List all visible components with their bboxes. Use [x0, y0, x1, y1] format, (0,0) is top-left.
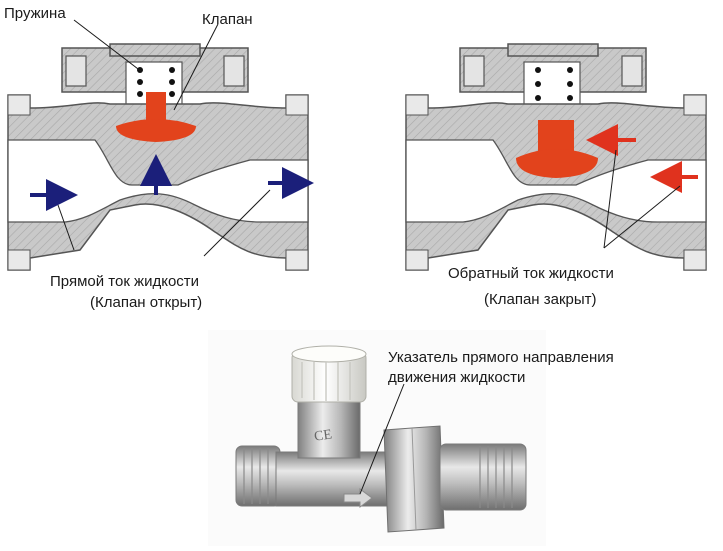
label-valve: Клапан	[202, 11, 253, 28]
radiator-valve-fitting: CE Указатель прямого направления движени…	[208, 330, 614, 546]
label-valve-closed: (Клапан закрыт)	[484, 291, 597, 308]
label-forward-flow: Прямой ток жидкости	[50, 273, 199, 290]
valve-disc	[516, 120, 598, 178]
label-reverse-flow: Обратный ток жидкости	[448, 265, 614, 282]
svg-text:CE: CE	[313, 427, 333, 444]
label-spring: Пружина	[4, 5, 66, 22]
label-valve-open: (Клапан открыт)	[90, 294, 202, 311]
valve-open-cross-section: Пружина Клапан Прямой ток жидкости (Клап…	[4, 5, 314, 311]
bolt-icon	[65, 55, 87, 87]
valve-disc	[116, 92, 196, 142]
bolt-icon	[223, 55, 245, 87]
label-direction-indicator-2: движения жидкости	[388, 369, 525, 386]
label-direction-indicator-1: Указатель прямого направления	[388, 349, 614, 366]
white-cap	[291, 345, 367, 403]
bolt-icon	[621, 55, 643, 87]
bolt-icon	[463, 55, 485, 87]
valve-closed-cross-section: Обратный ток жидкости (Клапан закрыт)	[405, 43, 707, 308]
